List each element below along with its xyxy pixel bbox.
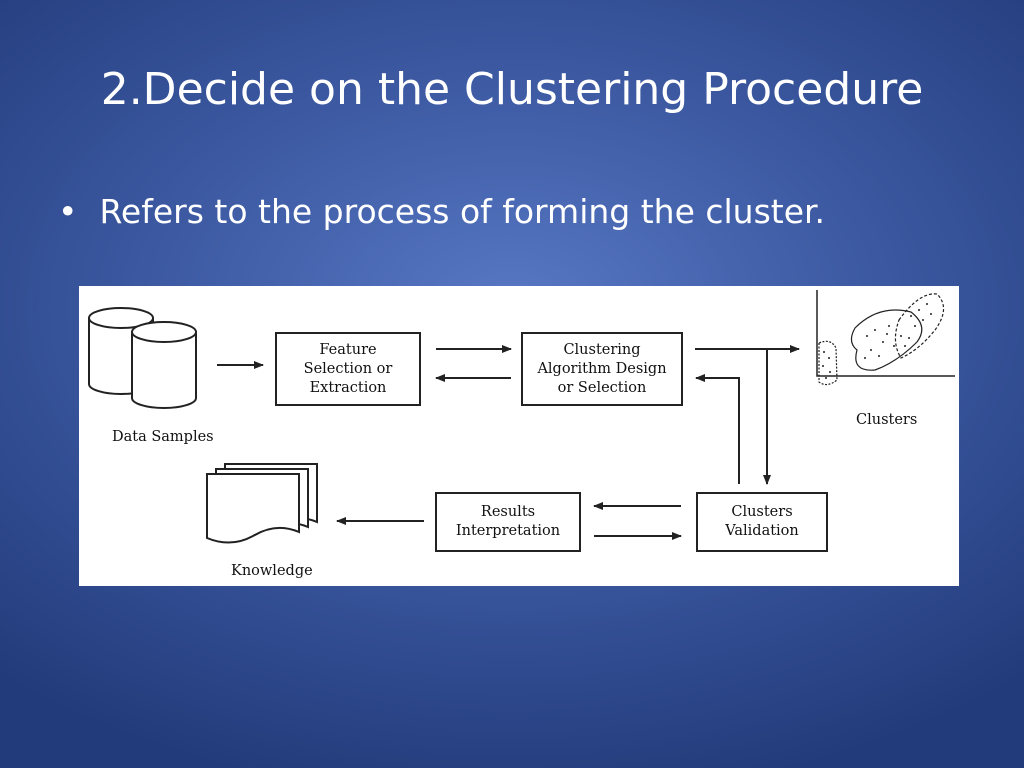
cylinder-front xyxy=(131,321,197,409)
diagram-graphics xyxy=(88,290,955,544)
box-line: Results xyxy=(480,504,536,520)
database-icon xyxy=(88,307,197,409)
bullet-marker: • xyxy=(58,192,78,231)
edge-validation-to-algorithm xyxy=(695,374,740,484)
box-line: Clustering xyxy=(563,341,641,358)
box-line: or Selection xyxy=(557,379,647,396)
knowledge-label: Knowledge xyxy=(231,563,313,579)
clusters-validation-box: Clusters Validation xyxy=(696,492,828,552)
box-line: Extraction xyxy=(309,379,387,396)
slide-title: 2.Decide on the Clustering Procedure xyxy=(100,64,924,115)
box-line: Selection or xyxy=(303,360,393,377)
box-line: Algorithm Design xyxy=(537,360,667,377)
results-interpretation-box: Results Interpretation xyxy=(435,492,581,552)
box-line: Interpretation xyxy=(455,523,561,539)
clustering-procedure-diagram: Feature Selection or Extraction Clusteri… xyxy=(79,286,959,586)
box-line: Validation xyxy=(725,523,799,539)
bullet-item: • Refers to the process of forming the cl… xyxy=(58,192,825,231)
clustering-algorithm-box: Clustering Algorithm Design or Selection xyxy=(521,332,683,406)
box-line: Clusters xyxy=(731,504,793,520)
cluster-scatter-plot xyxy=(816,290,955,386)
feature-selection-box: Feature Selection or Extraction xyxy=(275,332,421,406)
clusters-label: Clusters xyxy=(856,412,918,428)
bullet-text: Refers to the process of forming the clu… xyxy=(99,192,826,231)
document-stack-icon xyxy=(206,463,318,544)
data-samples-label: Data Samples xyxy=(112,429,214,445)
box-line: Feature xyxy=(319,341,377,358)
